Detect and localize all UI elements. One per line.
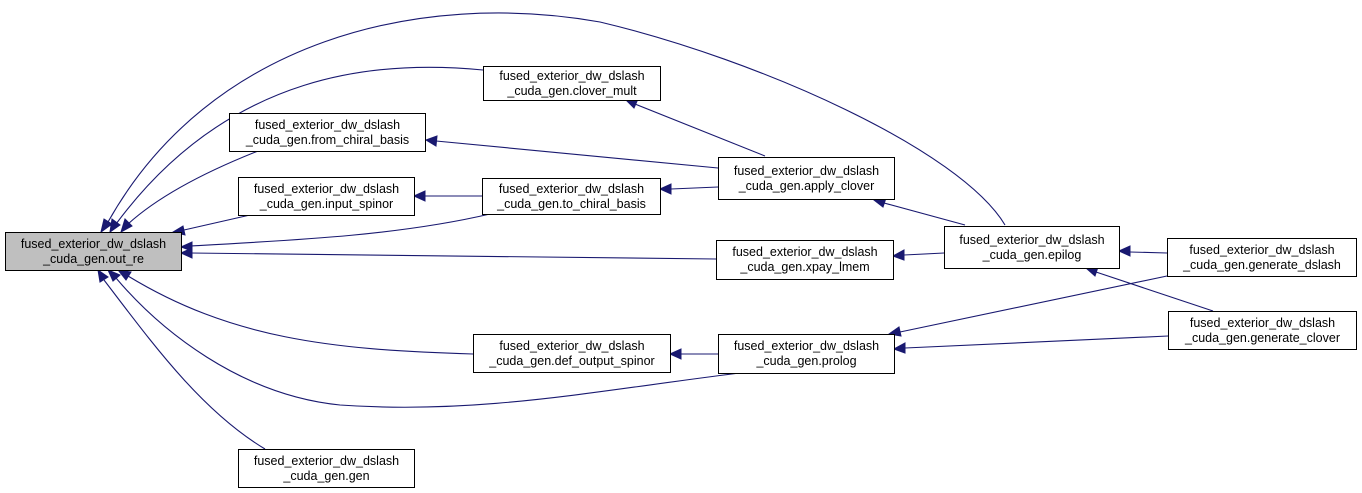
node-label-line2: _cuda_gen.to_chiral_basis [497, 196, 646, 211]
arrowhead-icon [120, 218, 133, 234]
arrowhead-icon [887, 326, 902, 337]
arrowhead-icon [658, 183, 672, 195]
arrowhead-icon [424, 135, 438, 147]
node-epilog[interactable]: fused_exterior_dw_dslash _cuda_gen.epilo… [944, 226, 1120, 269]
node-xpay-lmem[interactable]: fused_exterior_dw_dslash _cuda_gen.xpay_… [716, 240, 894, 280]
node-from-chiral-basis[interactable]: fused_exterior_dw_dslash _cuda_gen.from_… [229, 113, 426, 152]
node-label-line1: fused_exterior_dw_dslash [498, 181, 645, 196]
node-input-spinor[interactable]: fused_exterior_dw_dslash _cuda_gen.input… [238, 177, 415, 216]
node-label-line1: fused_exterior_dw_dslash [1189, 315, 1336, 330]
node-label-line1: fused_exterior_dw_dslash [733, 339, 880, 353]
node-out-re: fused_exterior_dw_dslash _cuda_gen.out_r… [5, 232, 182, 271]
node-label-line1: fused_exterior_dw_dslash [499, 68, 645, 83]
node-label-line1: fused_exterior_dw_dslash [733, 163, 880, 178]
edge-apply-clover-to-from-chiral-basis [435, 140, 719, 169]
node-label-line2: _cuda_gen.generate_clover [1185, 330, 1340, 345]
edge-clover-mult-to-out-re [115, 66, 484, 225]
arrowhead-icon [107, 269, 121, 282]
node-gen[interactable]: fused_exterior_dw_dslash _cuda_gen.gen [238, 449, 415, 488]
node-label-line2: _cuda_gen.out_re [43, 251, 144, 266]
node-label-line1: fused_exterior_dw_dslash [20, 236, 167, 251]
node-clover-mult[interactable]: fused_exterior_dw_dslash _cuda_gen.clove… [483, 66, 661, 101]
node-generate-dslash[interactable]: fused_exterior_dw_dslash _cuda_gen.gener… [1167, 238, 1357, 277]
node-label-line1: fused_exterior_dw_dslash [1189, 242, 1335, 257]
arrowhead-icon [891, 249, 905, 261]
edge-xpay-lmem-to-out-re [189, 252, 717, 260]
edge-apply-clover-to-clover-mult [634, 103, 766, 157]
node-label-line1: fused_exterior_dw_dslash [499, 338, 645, 353]
arrowhead-icon [668, 348, 682, 360]
node-label-line2: _cuda_gen.prolog [756, 354, 857, 368]
edge-epilog-to-apply-clover [883, 202, 966, 226]
arrowhead-icon [892, 342, 906, 354]
edge-generate-dslash-to-prolog [899, 275, 1168, 333]
edge-def-output-spinor-to-out-re [127, 275, 474, 355]
edge-generate-clover-to-prolog [904, 335, 1169, 349]
node-label-line2: _cuda_gen.epilog [982, 247, 1082, 262]
edge-prolog-to-out-re [115, 277, 741, 408]
edge-gen-to-out-re [103, 279, 266, 450]
node-label-line1: fused_exterior_dw_dslash [254, 117, 401, 132]
edge-apply-clover-to-to-chiral-basis [670, 186, 719, 190]
node-label-line2: _cuda_gen.xpay_lmem [740, 260, 870, 274]
arrowhead-icon [109, 218, 121, 234]
node-label-line2: _cuda_gen.apply_clover [738, 178, 875, 193]
arrowhead-icon [1117, 245, 1131, 257]
edge-generate-clover-to-epilog [1095, 271, 1214, 312]
node-label-line2: _cuda_gen.def_output_spinor [489, 353, 655, 368]
edge-to-chiral-basis-to-out-re [189, 213, 491, 247]
edge-input-spinor-to-out-re [183, 214, 251, 231]
arrowhead-icon [100, 218, 113, 234]
edge-from-chiral-basis-to-out-re [127, 150, 259, 225]
node-label-line2: _cuda_gen.input_spinor [259, 196, 394, 211]
node-label-line2: _cuda_gen.gen [283, 468, 370, 483]
node-to-chiral-basis[interactable]: fused_exterior_dw_dslash _cuda_gen.to_ch… [482, 178, 661, 215]
node-label-line1: fused_exterior_dw_dslash [253, 181, 400, 196]
arrowhead-icon [97, 268, 109, 283]
node-label-line1: fused_exterior_dw_dslash [253, 453, 400, 468]
arrowhead-icon [179, 247, 193, 259]
node-def-output-spinor[interactable]: fused_exterior_dw_dslash _cuda_gen.def_o… [473, 334, 671, 373]
edge-epilog-to-out-re [107, 12, 1006, 226]
node-label-line1: fused_exterior_dw_dslash [959, 232, 1105, 247]
edge-epilog-to-xpay-lmem [903, 252, 945, 256]
node-label-line2: _cuda_gen.clover_mult [507, 83, 637, 98]
node-apply-clover[interactable]: fused_exterior_dw_dslash _cuda_gen.apply… [718, 157, 895, 200]
node-label-line1: fused_exterior_dw_dslash [732, 245, 878, 259]
node-label-line2: _cuda_gen.from_chiral_basis [245, 132, 410, 147]
node-generate-clover[interactable]: fused_exterior_dw_dslash _cuda_gen.gener… [1168, 311, 1357, 350]
node-label-line2: _cuda_gen.generate_dslash [1183, 257, 1341, 272]
node-prolog[interactable]: fused_exterior_dw_dslash _cuda_gen.prolo… [718, 334, 895, 374]
arrowhead-icon [412, 190, 426, 202]
arrowhead-icon [116, 269, 132, 281]
edge-generate-dslash-to-epilog [1129, 251, 1168, 254]
